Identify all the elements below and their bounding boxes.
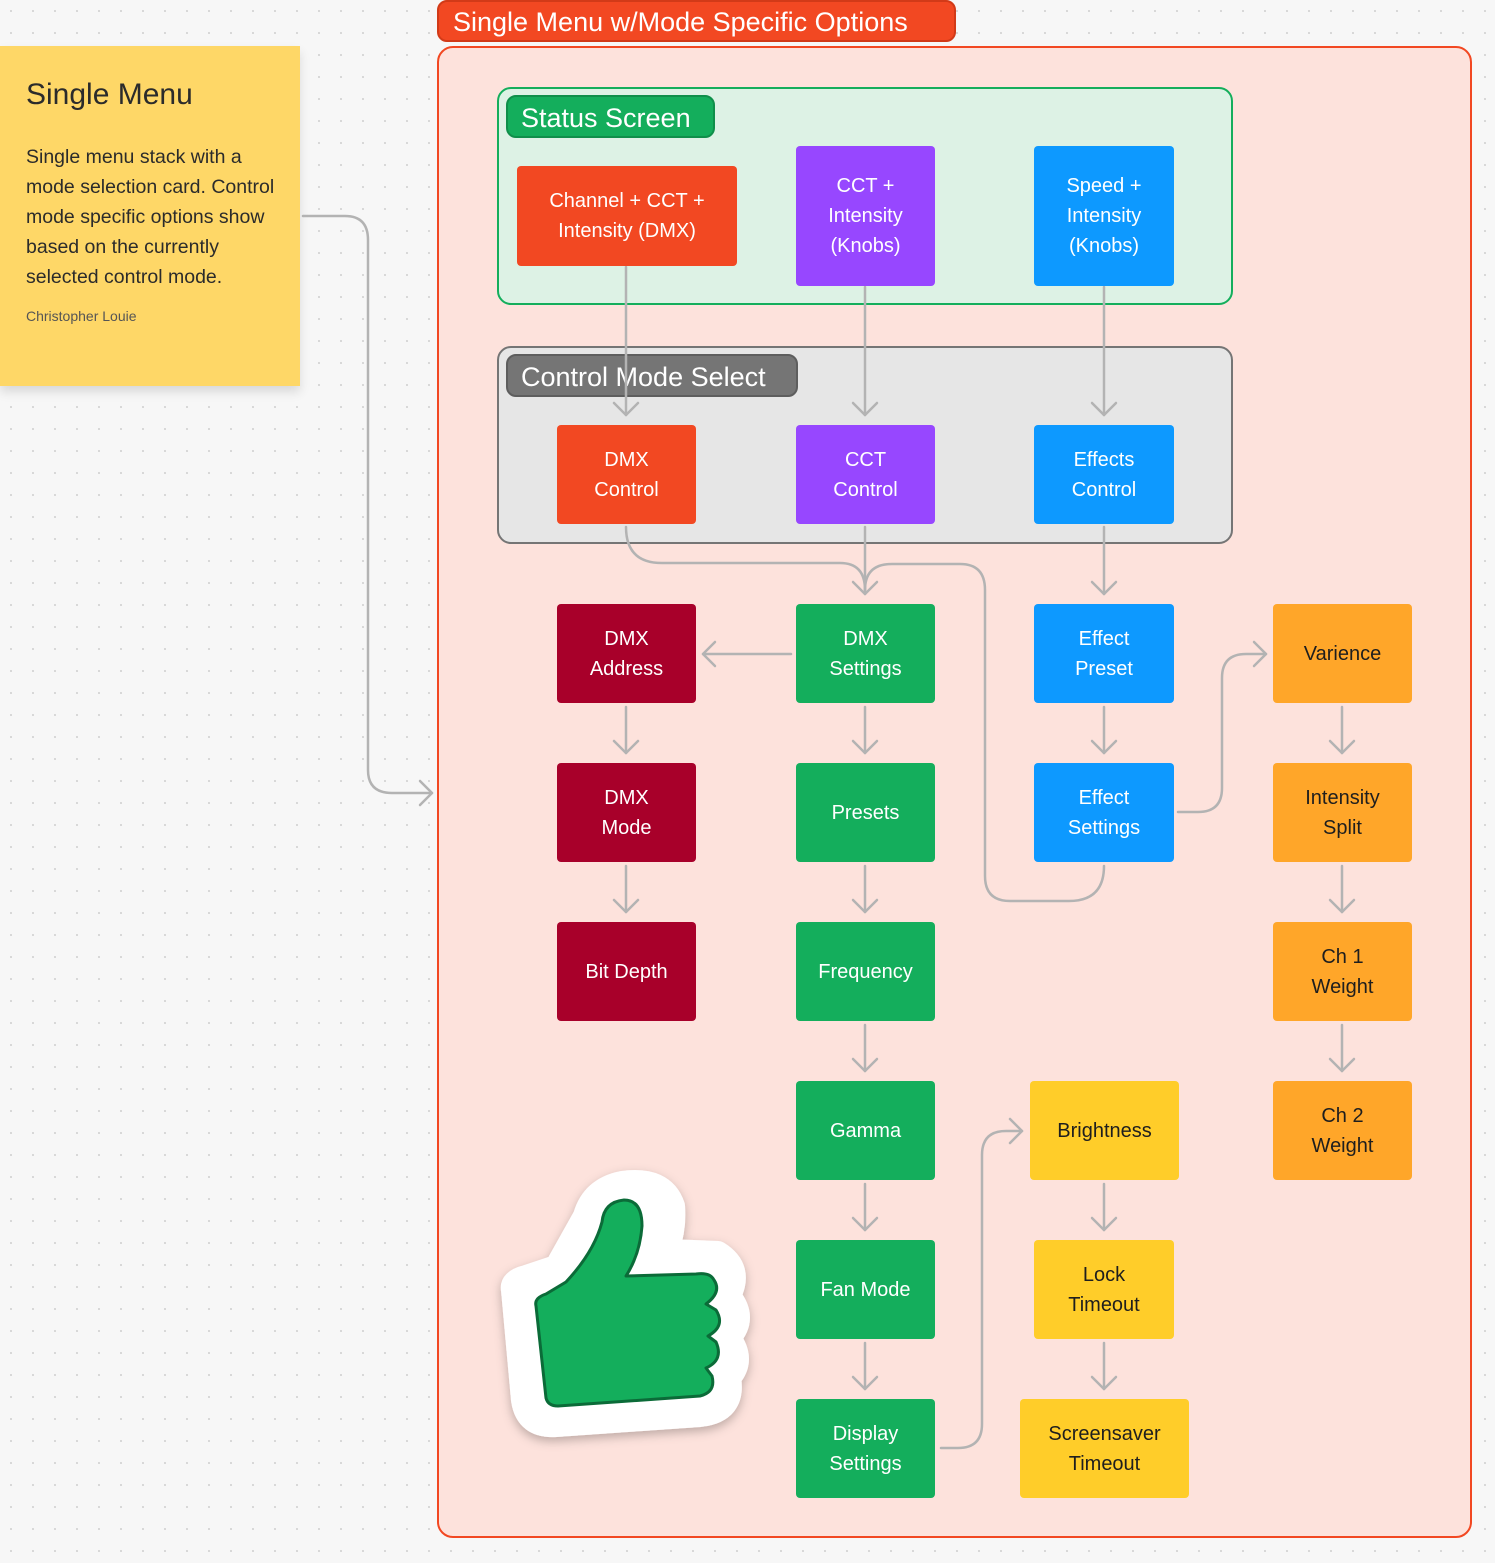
node-dmx-address[interactable]: DMX Address: [557, 604, 696, 703]
sticky-author: Christopher Louie: [26, 308, 137, 324]
node-presets[interactable]: Presets: [796, 763, 935, 862]
node-ch2-weight[interactable]: Ch 2 Weight: [1273, 1081, 1412, 1180]
node-cct-intensity-knobs[interactable]: CCT + Intensity (Knobs): [796, 146, 935, 286]
node-brightness[interactable]: Brightness: [1030, 1081, 1179, 1180]
node-fan-mode[interactable]: Fan Mode: [796, 1240, 935, 1339]
control-mode-select-label[interactable]: Control Mode Select: [506, 354, 798, 397]
connector-effect-settings-to-varience: [1176, 652, 1268, 814]
connector-dmx-control-to-dmx-settings: [624, 525, 867, 592]
node-effect-settings[interactable]: Effect Settings: [1034, 763, 1174, 862]
node-cct-control[interactable]: CCT Control: [796, 425, 935, 524]
node-effects-control[interactable]: Effects Control: [1034, 425, 1174, 524]
sticky-body: Single menu stack with a mode selection …: [26, 146, 275, 288]
node-display-settings[interactable]: Display Settings: [796, 1399, 935, 1498]
sticky-title: Single Menu: [26, 78, 193, 111]
node-intensity-split[interactable]: Intensity Split: [1273, 763, 1412, 862]
node-dmx-settings[interactable]: DMX Settings: [796, 604, 935, 703]
node-bit-depth[interactable]: Bit Depth: [557, 922, 696, 1021]
node-screensaver-timeout[interactable]: Screensaver Timeout: [1020, 1399, 1189, 1498]
node-ch1-weight[interactable]: Ch 1 Weight: [1273, 922, 1412, 1021]
node-frequency[interactable]: Frequency: [796, 922, 935, 1021]
node-dmx-mode[interactable]: DMX Mode: [557, 763, 696, 862]
node-effect-preset[interactable]: Effect Preset: [1034, 604, 1174, 703]
sticky-note[interactable]: Single Menu Single menu stack with a mod…: [0, 46, 300, 386]
node-channel-cct-intensity-dmx[interactable]: Channel + CCT + Intensity (DMX): [517, 166, 737, 266]
status-screen-label[interactable]: Status Screen: [506, 95, 715, 138]
node-dmx-control[interactable]: DMX Control: [557, 425, 696, 524]
node-gamma[interactable]: Gamma: [796, 1081, 935, 1180]
node-varience[interactable]: Varience: [1273, 604, 1412, 703]
connector-effect-settings-to-dmx-settings: [863, 562, 1106, 903]
node-lock-timeout[interactable]: Lock Timeout: [1034, 1240, 1174, 1339]
connector-sticky-to-section: [301, 214, 434, 795]
connector-display-settings-to-brightness: [939, 1129, 1024, 1450]
node-speed-intensity-knobs[interactable]: Speed + Intensity (Knobs): [1034, 146, 1174, 286]
section-title[interactable]: Single Menu w/Mode Specific Options: [437, 0, 956, 42]
